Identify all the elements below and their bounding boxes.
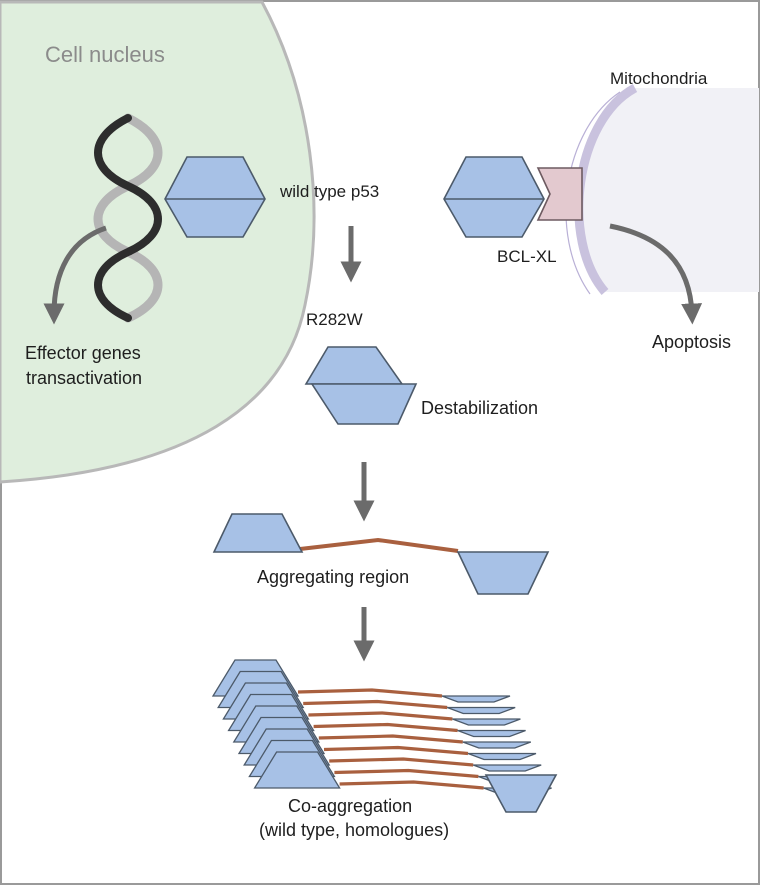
dna-helix (93, 113, 163, 323)
bcl-xl-protein (536, 167, 583, 221)
stack-left-domain (253, 751, 341, 789)
p53-lower-half (310, 383, 418, 425)
mitochondria-label: Mitochondria (610, 69, 708, 88)
bcl-xl-label: BCL-XL (497, 247, 557, 266)
stack-right-domain (446, 706, 516, 715)
mitochondria (565, 84, 759, 295)
stack-right-domain (467, 752, 537, 761)
linker-strand (313, 722, 458, 733)
apoptosis-label: Apoptosis (652, 332, 731, 352)
linker-strand (329, 757, 474, 767)
aggregating-region-label: Aggregating region (257, 567, 409, 587)
effector-label-line2: transactivation (26, 368, 142, 388)
arrow-apoptosis (609, 223, 703, 325)
p53-domain (164, 156, 266, 238)
coaggregation-label-line2: (wild type, homologues) (259, 820, 449, 840)
wild-type-label: wild type p53 (279, 182, 379, 201)
stack-right-domain (462, 741, 532, 749)
stack-right-domain (457, 729, 526, 738)
p53-destabilized (304, 346, 418, 425)
co-aggregate-stack (211, 659, 558, 813)
p53-hexagon-mito (443, 156, 545, 238)
mutant-label: R282W (306, 310, 363, 329)
linker-strand (318, 734, 463, 744)
linker-strand (323, 745, 469, 756)
effector-label-line1: Effector genes (25, 343, 141, 363)
aggregating-region (212, 513, 550, 595)
linker-strand (303, 699, 448, 710)
linker-strand (308, 711, 453, 721)
linker-strand (297, 688, 443, 698)
destabilization-label: Destabilization (421, 398, 538, 418)
stack-right-domain (452, 718, 521, 726)
p53-upper-half (304, 346, 404, 385)
linker-strand (339, 780, 484, 790)
coaggregation-label-line1: Co-aggregation (288, 796, 412, 816)
arrow-effector (43, 225, 107, 325)
linker-strand (334, 768, 479, 779)
stack-front-right-domain (484, 774, 558, 813)
stack-right-domain (472, 764, 542, 772)
cell-nucleus (0, 0, 316, 484)
p53-domain (443, 156, 545, 238)
nucleus-label: Cell nucleus (45, 42, 165, 67)
stack-right-domain (441, 695, 511, 703)
p53-hexagon-dna (164, 156, 266, 238)
